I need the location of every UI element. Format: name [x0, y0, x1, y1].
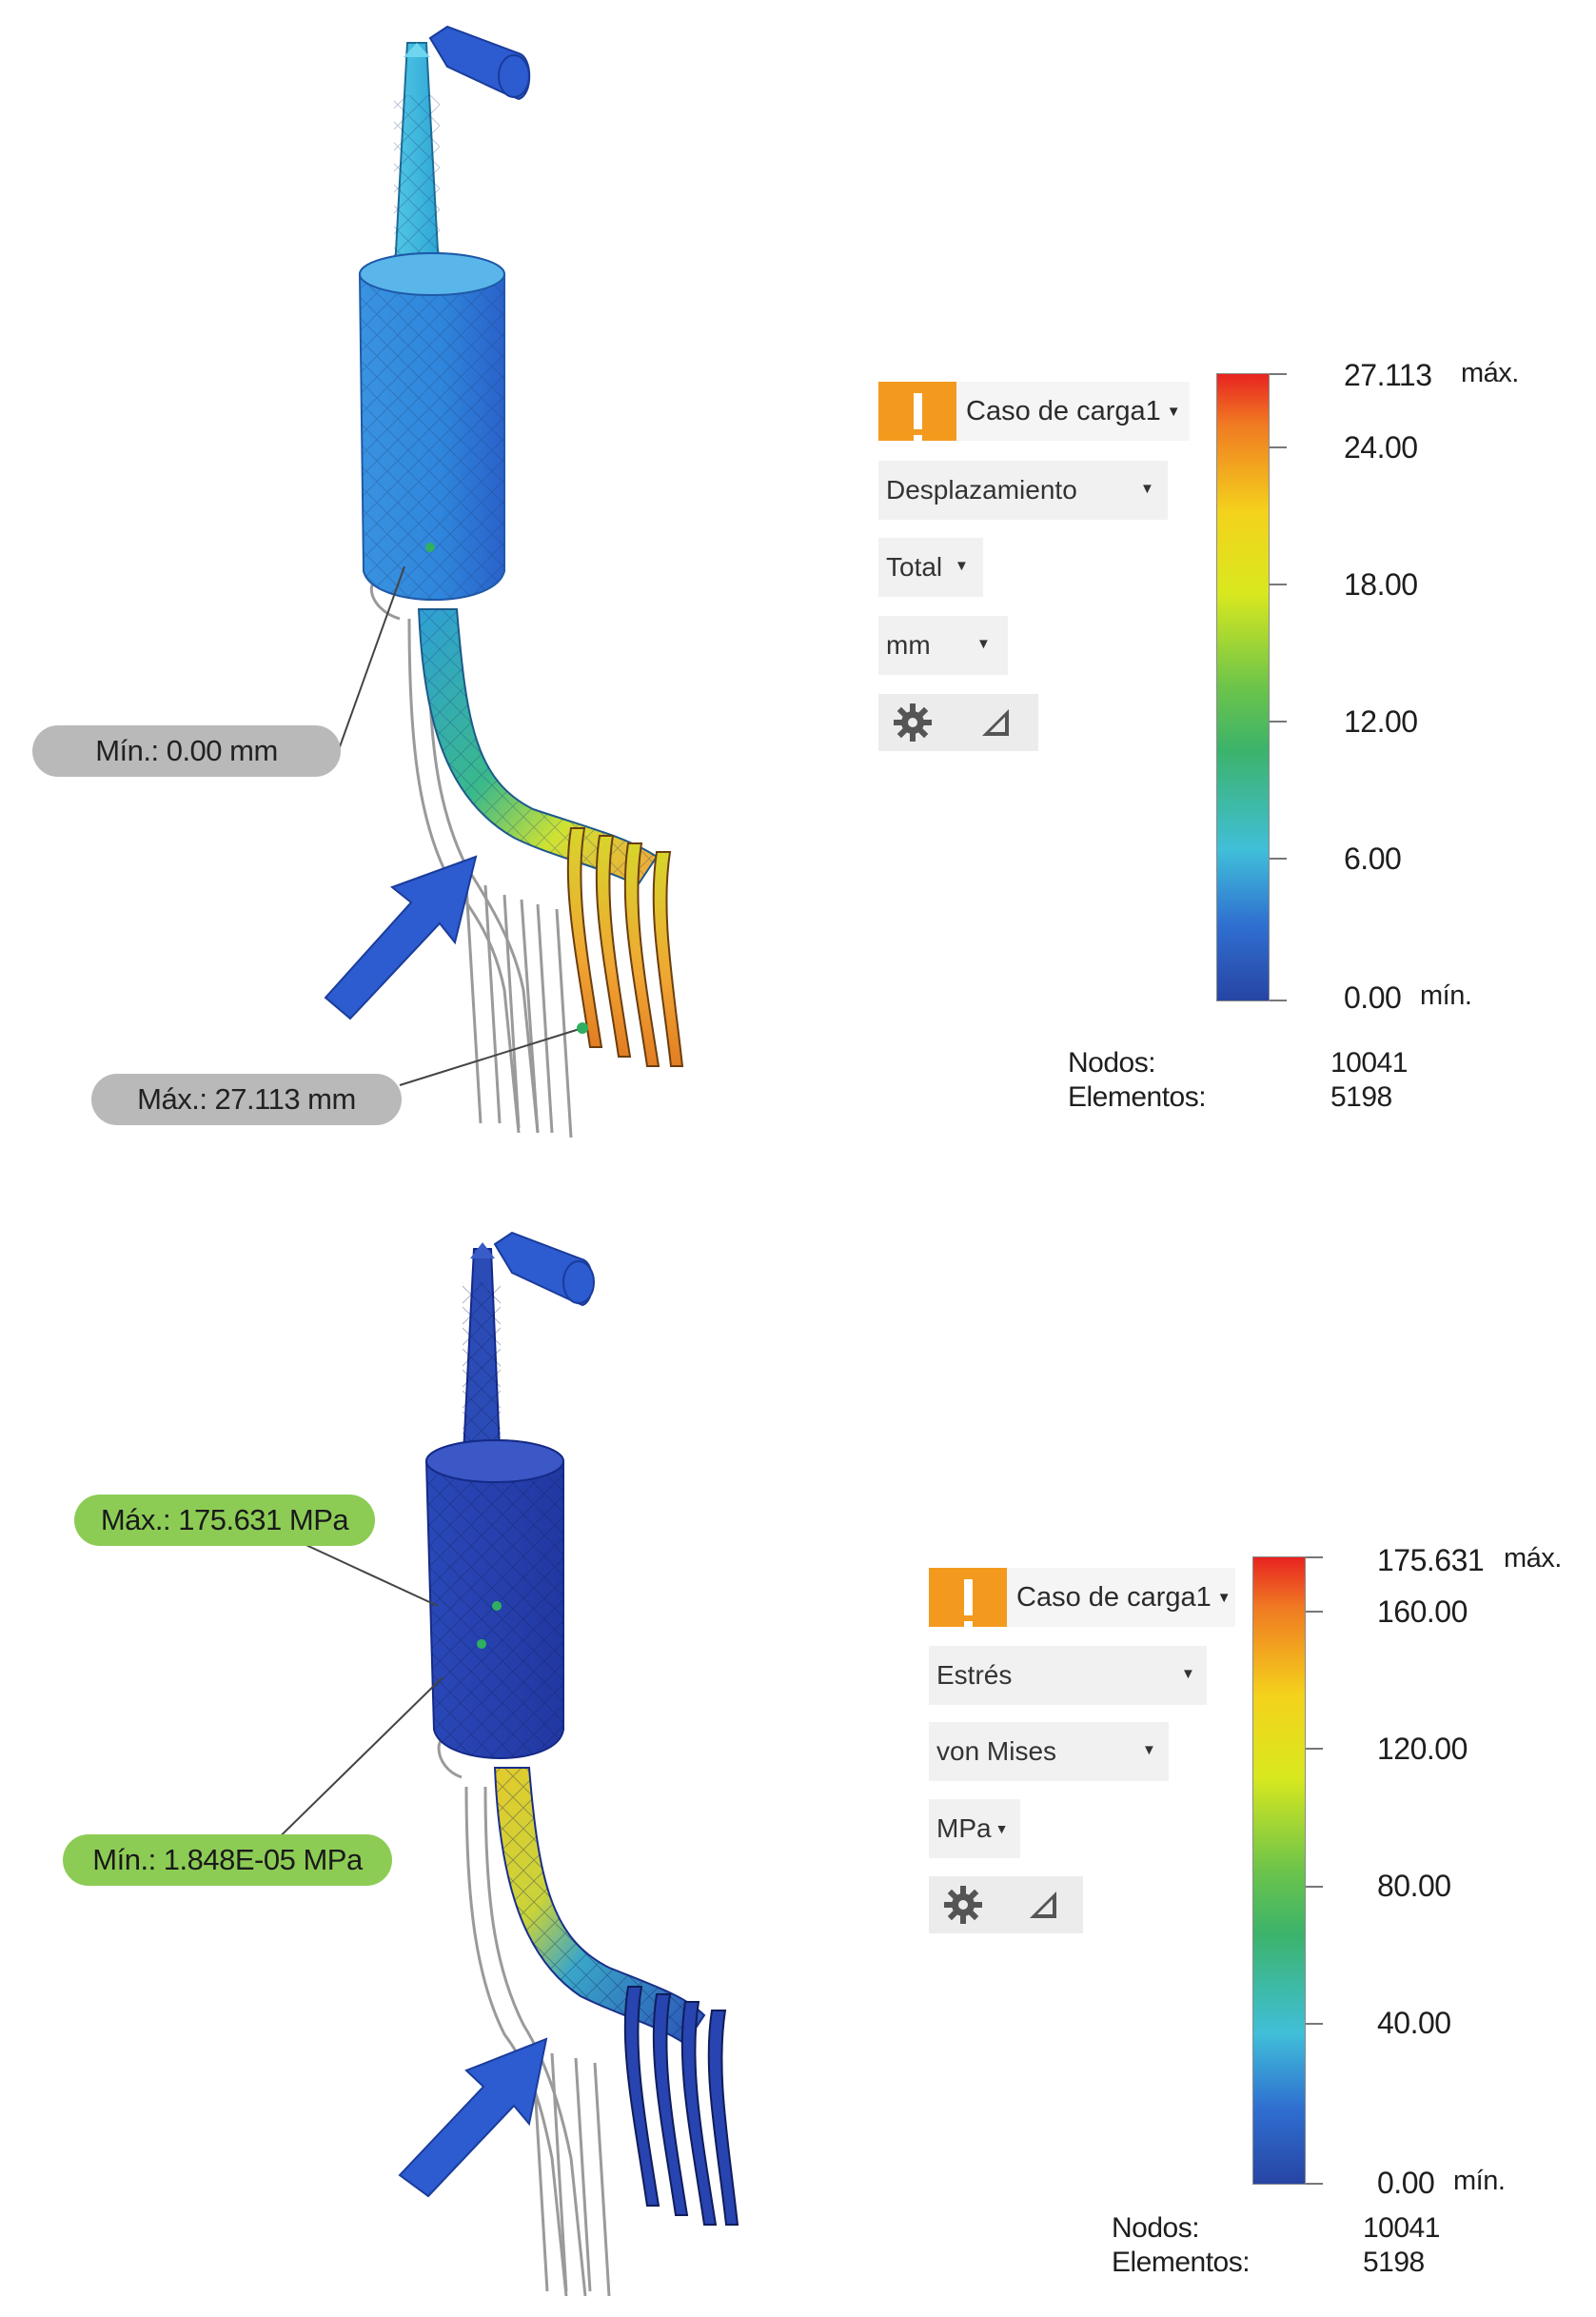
load-arrow-icon: [398, 2037, 548, 2198]
stress-model-viewport[interactable]: [0, 1158, 1596, 2317]
scale-max-suffix: máx.: [1504, 1543, 1562, 1574]
scale-max-value: 27.113: [1344, 358, 1432, 392]
scale-tick-label: 40.00: [1377, 2006, 1451, 2040]
scale-tick-label: 6.00: [1344, 842, 1402, 876]
component-label: Total: [886, 552, 943, 582]
warning-icon[interactable]: [929, 1568, 1007, 1629]
scale-tick: [1270, 858, 1287, 860]
gear-icon[interactable]: [892, 702, 934, 743]
nodes-label: Nodos:: [1068, 1047, 1156, 1079]
chevron-down-icon: ▼: [995, 1821, 1009, 1836]
min-value-label: Mín.: 1.848E-05 MPa: [63, 1834, 392, 1886]
result-type-dropdown[interactable]: Estrés: [929, 1646, 1207, 1705]
load-case-label: Caso de carga1: [966, 395, 1161, 426]
scale-tick: [1270, 1000, 1287, 1001]
scale-tick: [1306, 1748, 1323, 1750]
scale-tick-label: 120.00: [1377, 1732, 1468, 1766]
max-value-label: Máx.: 175.631 MPa: [74, 1495, 375, 1546]
result-type-dropdown[interactable]: Desplazamiento: [878, 461, 1168, 520]
result-type-label: Estrés: [936, 1660, 1013, 1690]
warning-icon[interactable]: [878, 382, 956, 443]
chevron-down-icon: ▼: [1140, 481, 1154, 497]
scale-tick: [1270, 584, 1287, 585]
load-case-dropdown[interactable]: Caso de carga1 ▼: [956, 382, 1190, 441]
scale-tick: [1306, 1611, 1323, 1613]
unit-dropdown[interactable]: mm: [878, 616, 1008, 675]
result-type-label: Desplazamiento: [886, 475, 1077, 505]
elements-value: 5198: [1330, 1081, 1392, 1113]
nodes-value: 10041: [1363, 2212, 1440, 2244]
scale-tick-label: 24.00: [1344, 430, 1418, 465]
triangle-ramp-icon[interactable]: [1026, 1888, 1060, 1922]
scale-tick-label: 18.00: [1344, 567, 1418, 602]
scale-min-suffix: mín.: [1420, 980, 1472, 1011]
nodes-value: 10041: [1330, 1047, 1408, 1079]
scale-min-suffix: mín.: [1453, 2166, 1506, 2196]
chevron-down-icon: ▼: [1181, 1666, 1195, 1682]
nodes-label: Nodos:: [1112, 2212, 1200, 2244]
fixed-constraint-icon: [493, 1231, 595, 1307]
unit-dropdown[interactable]: MPa ▼: [929, 1799, 1020, 1858]
scale-tick: [1270, 373, 1287, 375]
scale-tick-label: 160.00: [1377, 1594, 1468, 1629]
elements-label: Elementos:: [1112, 2247, 1251, 2278]
chevron-down-icon: ▼: [1142, 1742, 1156, 1758]
displacement-model-viewport[interactable]: [0, 0, 1596, 1158]
min-value-label: Mín.: 0.00 mm: [32, 725, 341, 777]
scale-tick: [1270, 446, 1287, 448]
gear-icon[interactable]: [942, 1884, 984, 1926]
chevron-down-icon: ▼: [955, 558, 969, 574]
color-scale-bar: [1252, 1556, 1306, 2185]
max-value-label: Máx.: 27.113 mm: [91, 1074, 402, 1125]
scale-tick: [1306, 2023, 1323, 2025]
scale-tick-label: 12.00: [1344, 704, 1418, 739]
chevron-down-icon: ▼: [1216, 1589, 1231, 1606]
unit-label: mm: [886, 630, 931, 660]
unit-label: MPa: [936, 1813, 992, 1843]
scale-min-value: 0.00: [1377, 2166, 1435, 2200]
chevron-down-icon: ▼: [976, 636, 991, 652]
chevron-down-icon: ▼: [1166, 403, 1181, 420]
fixed-constraint-icon: [428, 25, 531, 101]
elements-value: 5198: [1363, 2247, 1425, 2278]
scale-min-value: 0.00: [1344, 980, 1402, 1015]
scale-tick: [1306, 2183, 1323, 2185]
triangle-ramp-icon[interactable]: [978, 705, 1013, 740]
stress-result-panel: Máx.: 175.631 MPa Mín.: 1.848E-05 MPa Ca…: [0, 1158, 1596, 2317]
component-dropdown[interactable]: von Mises: [929, 1722, 1169, 1781]
color-scale-bar: [1216, 373, 1270, 1001]
scale-tick: [1306, 1886, 1323, 1888]
displacement-result-panel: Mín.: 0.00 mm Máx.: 27.113 mm Caso de ca…: [0, 0, 1596, 1158]
scale-tick: [1270, 721, 1287, 723]
elements-label: Elementos:: [1068, 1081, 1207, 1113]
load-case-label: Caso de carga1: [1016, 1581, 1212, 1613]
scale-max-value: 175.631: [1377, 1543, 1485, 1577]
load-arrow-icon: [324, 855, 478, 1020]
scale-max-suffix: máx.: [1461, 358, 1519, 388]
scale-tick: [1306, 1556, 1323, 1558]
component-dropdown[interactable]: Total: [878, 538, 983, 597]
scale-tick-label: 80.00: [1377, 1869, 1451, 1903]
load-case-dropdown[interactable]: Caso de carga1 ▼: [1007, 1568, 1235, 1627]
component-label: von Mises: [936, 1736, 1057, 1766]
